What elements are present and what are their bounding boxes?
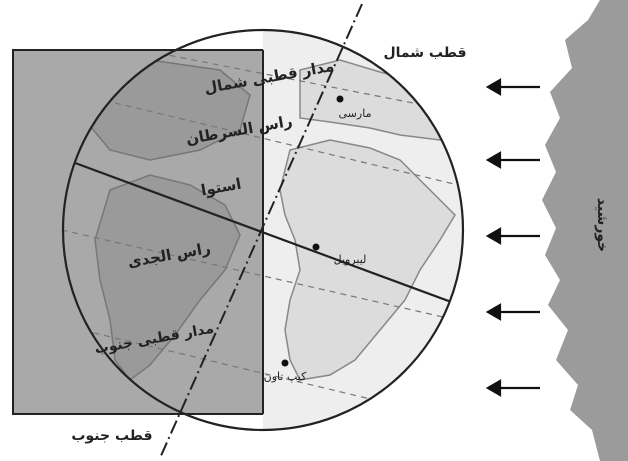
sun-ray-arrow-icon	[488, 153, 540, 167]
city-north-label: مارسی	[339, 107, 372, 120]
city-middle-dot	[313, 244, 320, 251]
sun-label: خورشید	[594, 198, 610, 253]
sun-ray-arrow-icon	[488, 381, 540, 395]
city-south-dot	[282, 360, 289, 367]
sun-shape	[542, 0, 628, 461]
sun-ray-arrow-icon	[488, 229, 540, 243]
city-south-label: کیپ تاون	[264, 370, 307, 383]
city-north-dot	[337, 96, 344, 103]
city-middle-label: لیبرویل	[334, 253, 367, 266]
sun-ray-arrow-icon	[488, 80, 540, 94]
south-pole-label: قطب جنوب	[71, 428, 152, 444]
north-pole-label: قطب شمال	[383, 45, 466, 61]
sun-rays	[488, 80, 540, 395]
sun-ray-arrow-icon	[488, 305, 540, 319]
